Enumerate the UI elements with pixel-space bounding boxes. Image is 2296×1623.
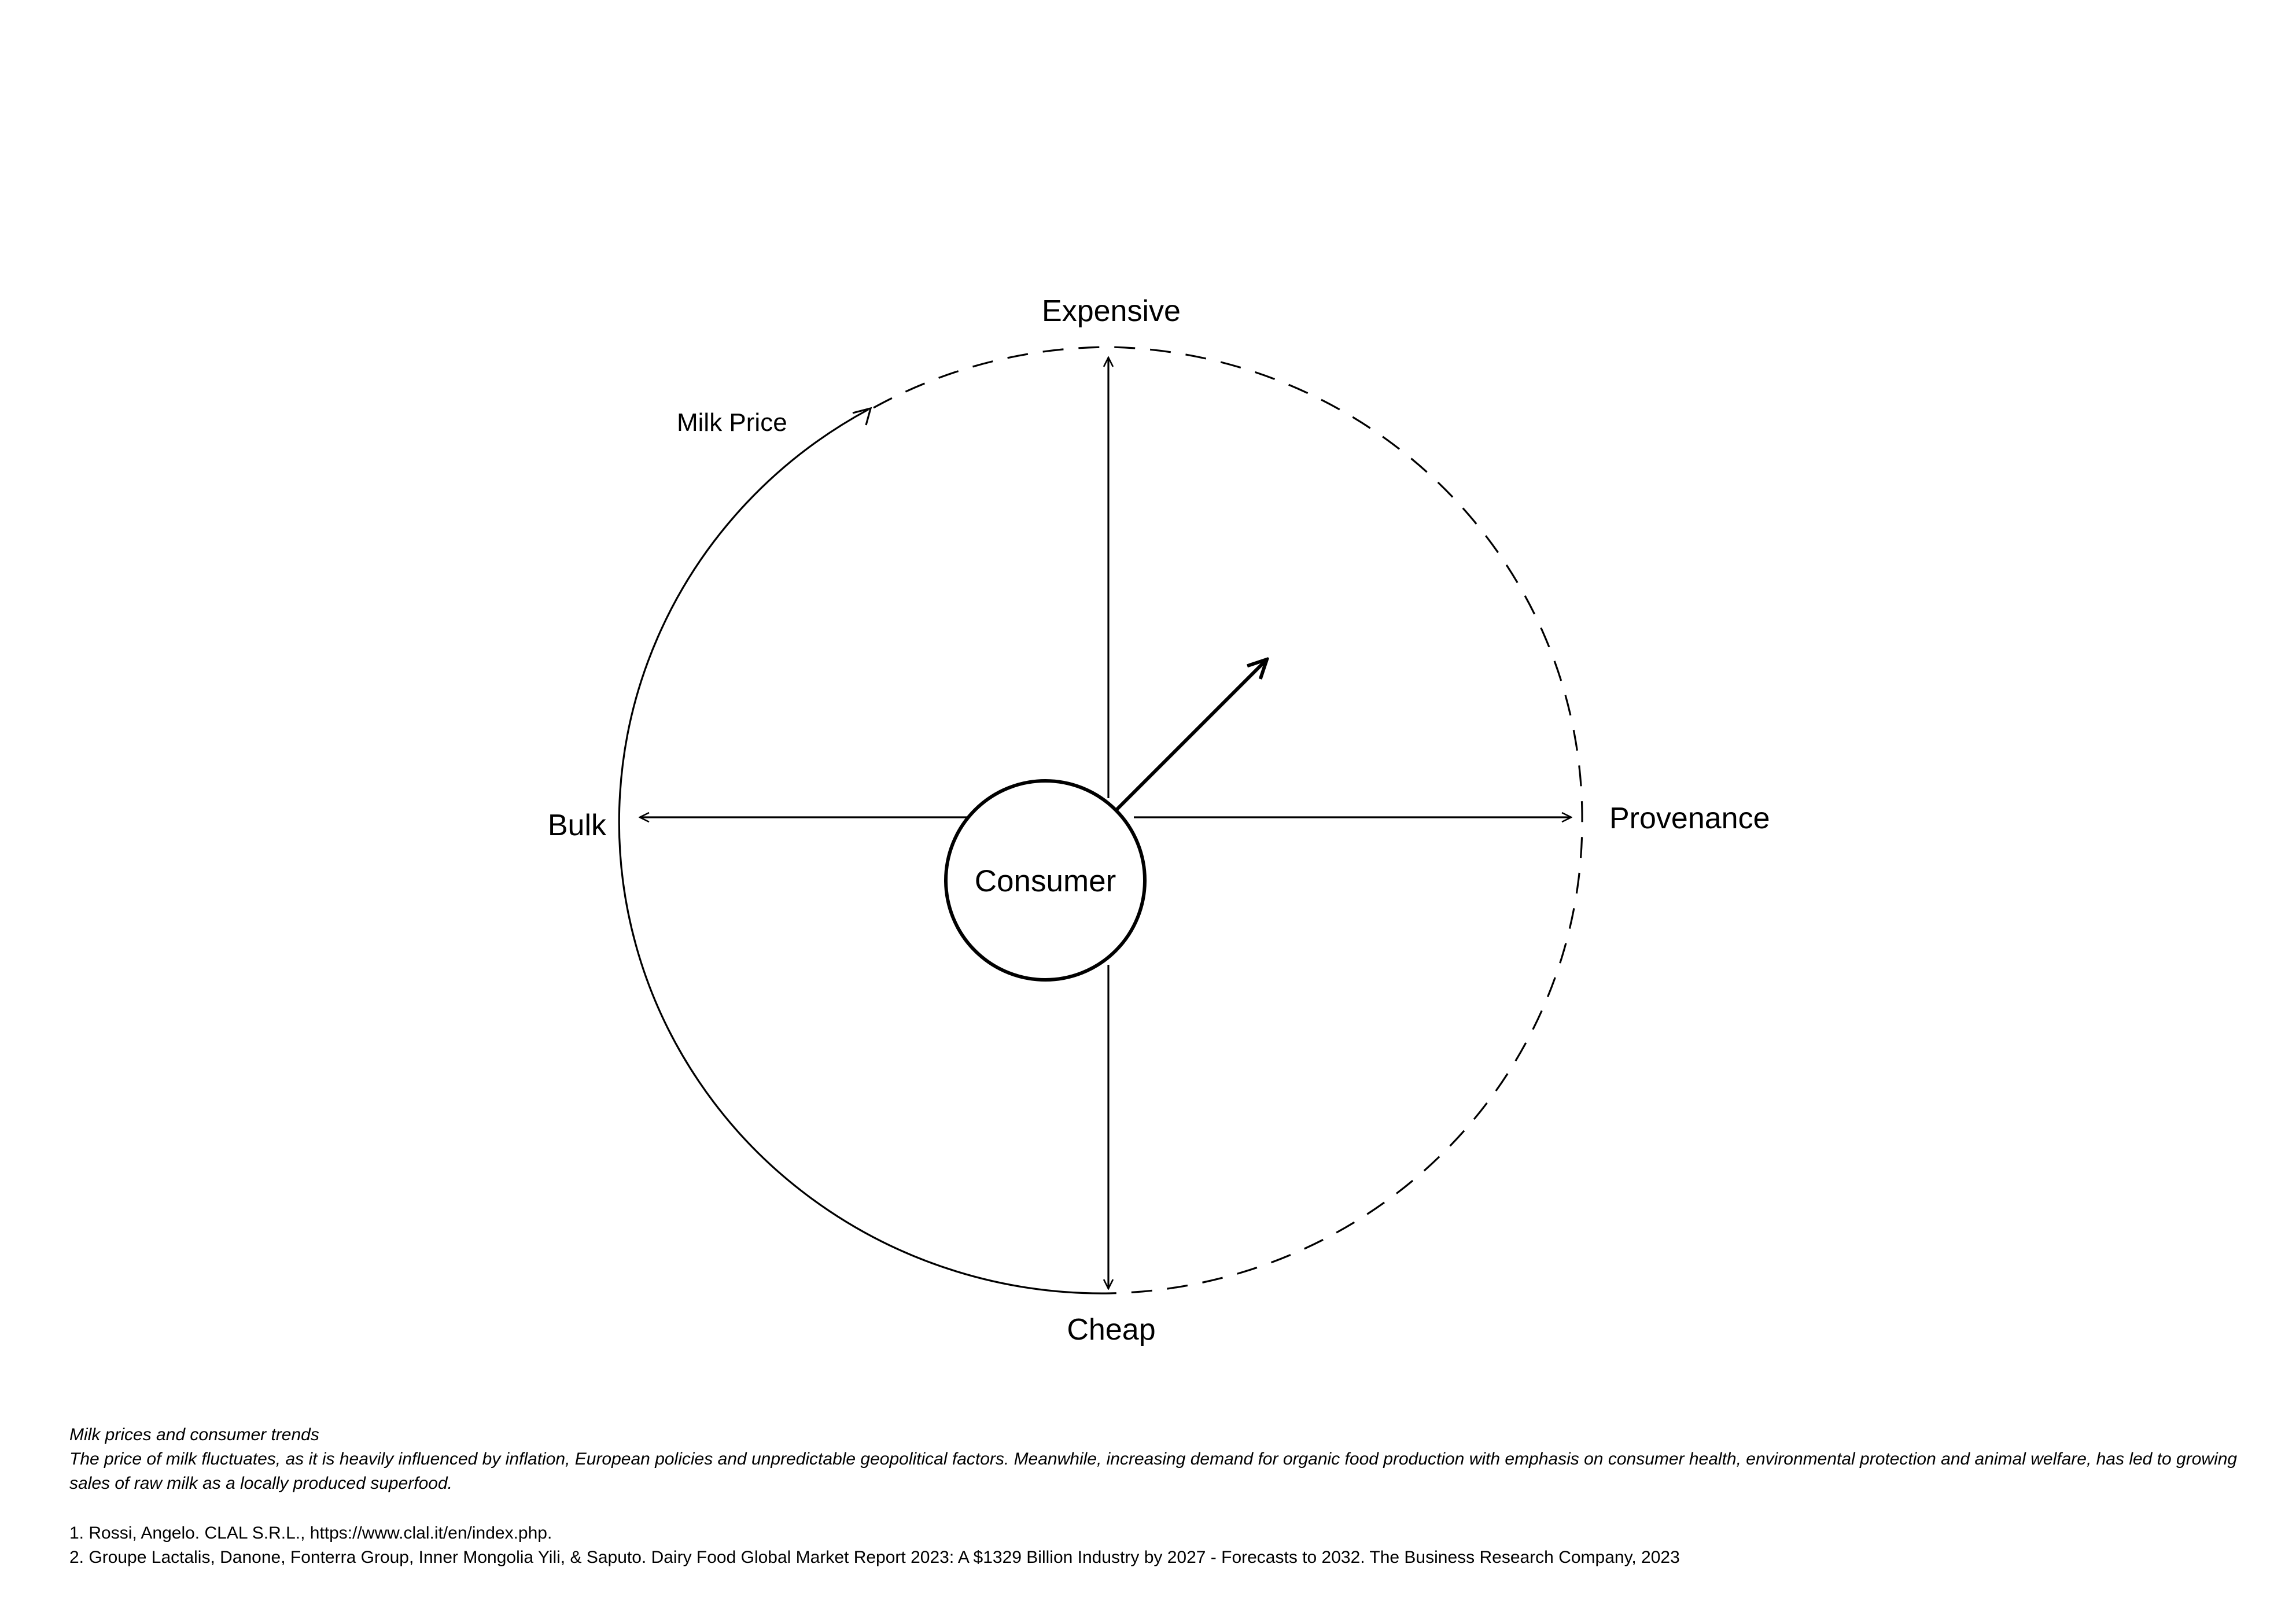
label-expensive: Expensive	[1042, 294, 1181, 328]
references: 1. Rossi, Angelo. CLAL S.R.L., https://w…	[69, 1521, 2245, 1570]
label-provenance: Provenance	[1609, 802, 1770, 835]
caption-body: The price of milk fluctuates, as it is h…	[69, 1449, 2238, 1493]
label-cheap: Cheap	[1067, 1313, 1155, 1347]
consumer-circle	[944, 779, 1147, 982]
label-milk-price: Milk Price	[677, 408, 787, 437]
reference-1: 1. Rossi, Angelo. CLAL S.R.L., https://w…	[69, 1524, 552, 1543]
label-consumer: Consumer	[975, 864, 1116, 898]
milk-price-arc-arrowhead	[852, 407, 872, 426]
reference-2: 2. Groupe Lactalis, Danone, Fonterra Gro…	[69, 1548, 1680, 1567]
milk-price-dashed-arc	[873, 346, 1583, 1294]
trend-arrow	[1115, 659, 1267, 812]
label-bulk: Bulk	[548, 809, 607, 842]
milk-price-solid-arc	[618, 408, 1111, 1294]
figure-caption: Milk prices and consumer trends The pric…	[69, 1423, 2245, 1496]
caption-title: Milk prices and consumer trends	[69, 1425, 319, 1444]
